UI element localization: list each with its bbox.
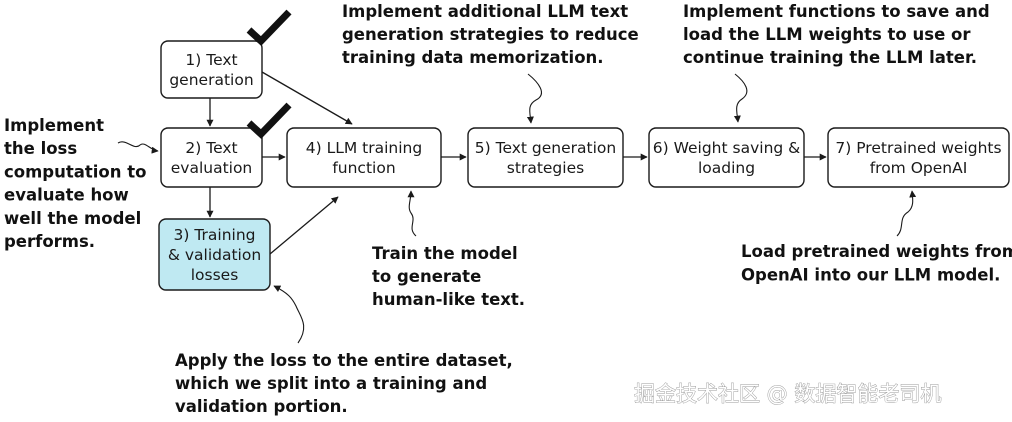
box-frame (286, 127, 442, 188)
check-marks (246, 9, 292, 139)
note-generation: Implement additional LLM text generation … (342, 2, 639, 67)
box-frame (467, 127, 624, 188)
box-label-line: 2) Text (185, 139, 237, 157)
pointer-weights-note (733, 73, 748, 123)
pointer-generation-note (526, 73, 542, 124)
annotation-line: Train the model (372, 244, 518, 263)
annotation-line: Load pretrained weights from (741, 242, 1012, 261)
box-label-line: 5) Text generation (475, 139, 616, 157)
annotation-line: generation strategies to reduce (342, 25, 639, 44)
pointer-pretrained-note (896, 190, 917, 237)
box-frame (158, 218, 271, 291)
note-dataset: Apply the loss to the entire dataset, whi… (175, 351, 513, 416)
box-label-line: loading (698, 159, 755, 177)
arrow-3-to-4 (269, 196, 339, 255)
box-label-line: function (332, 159, 395, 177)
pointer-dataset-note (273, 285, 305, 344)
box-frame (648, 127, 805, 188)
note-loss: Implement the loss computation to evaluate … (4, 116, 146, 251)
box-frame (160, 40, 263, 99)
annotation-line: Apply the loss to the entire dataset, (175, 351, 513, 370)
process-box-4: 4) LLM training function (286, 127, 442, 188)
watermark-text: 掘金技术社区 @ 数据智能老司机 (634, 382, 941, 406)
process-box-6: 6) Weight saving & loading (648, 127, 805, 188)
process-box-5: 5) Text generation strategies (467, 127, 624, 188)
box-label-line: 3) Training (174, 226, 256, 244)
annotation-line: load the LLM weights to use or (683, 25, 971, 44)
annotation-line: OpenAI into our LLM model. (741, 266, 1000, 285)
annotation-line: the loss (4, 139, 77, 158)
box-label-line: 1) Text (185, 51, 237, 69)
annotation-line: evaluate how (4, 186, 129, 205)
annotation-line: well the model (4, 209, 141, 228)
annotation-line: which we split into a training and (175, 374, 487, 393)
pointer-train-note (407, 190, 417, 237)
box-label-line: 6) Weight saving & (653, 139, 801, 157)
box-label-line: 7) Pretrained weights (835, 139, 1001, 157)
annotation-line: continue training the LLM later. (683, 48, 977, 67)
box-frame (160, 127, 263, 188)
annotation-line: Implement additional LLM text (342, 2, 628, 21)
annotation-pointers (117, 73, 917, 344)
annotations: Implement the loss computation to evaluate … (4, 2, 1012, 416)
box-label-line: losses (191, 266, 239, 284)
annotation-line: training data memorization. (342, 48, 604, 67)
box-label-line: strategies (507, 159, 584, 177)
box-label-line: generation (169, 71, 253, 89)
annotation-line: to generate (372, 267, 481, 286)
process-box-2: 2) Text evaluation (160, 127, 263, 188)
box-label-line: from OpenAI (870, 159, 968, 177)
arrow-1-to-4 (261, 71, 353, 125)
connectors (206, 71, 827, 255)
process-box-1: 1) Text generation (160, 40, 263, 99)
pointer-loss-note (117, 141, 159, 154)
annotation-line: performs. (4, 232, 95, 251)
note-train: Train the model to generate human-like tex… (372, 244, 525, 309)
annotation-line: Implement (4, 116, 104, 135)
annotation-line: validation portion. (175, 397, 348, 416)
box-label-line: & validation (168, 246, 261, 264)
boxes: 1) Text generation 2) Text evaluation 3) Tra… (158, 40, 1010, 291)
checkmark-icon (246, 9, 292, 46)
checkmark-icon (246, 102, 292, 139)
annotation-line: human-like text. (372, 290, 525, 309)
box-label-line: 4) LLM training (306, 139, 422, 157)
process-box-3: 3) Training & validation losses (158, 218, 271, 291)
annotation-line: computation to (4, 162, 146, 181)
note-weights: Implement functions to save and load the … (683, 2, 990, 67)
process-box-7: 7) Pretrained weights from OpenAI (827, 127, 1010, 188)
box-label-line: evaluation (171, 159, 253, 177)
annotation-line: Implement functions to save and (683, 2, 990, 21)
box-frame (827, 127, 1010, 188)
